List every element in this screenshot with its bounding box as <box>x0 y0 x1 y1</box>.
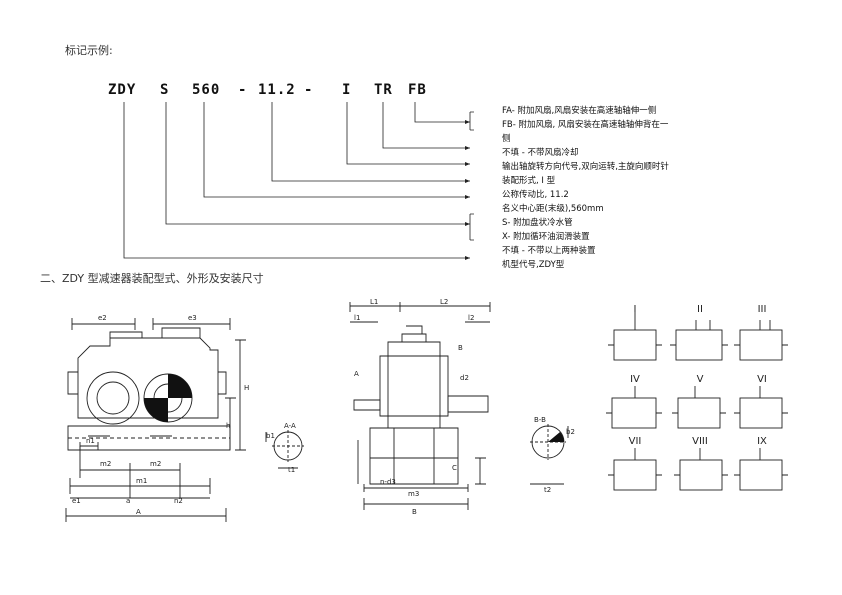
dim-l1: l1 <box>354 314 360 322</box>
section-bb-t2: t2 <box>544 486 551 494</box>
legend-ratio: 公称传动比, 11.2 <box>502 190 569 200</box>
dim-m1: m1 <box>136 477 147 485</box>
legend-fb-cont: 侧 <box>502 134 511 144</box>
dim-m2-left: m2 <box>100 460 111 468</box>
dim-a: a <box>126 497 130 505</box>
section-aa-title: A-A <box>284 422 296 430</box>
section-aa: A-A b1 t1 <box>265 422 304 474</box>
code-seg-fan: FB <box>408 82 427 98</box>
dim-m2-right: m2 <box>150 460 161 468</box>
code-leader-lines <box>123 102 474 260</box>
code-seg-rotation: TR <box>374 82 393 98</box>
code-seg-assembly: I <box>342 82 352 98</box>
legend-rotation: 输出轴旋转方向代号,双向运转,主旋向顺时针 <box>502 162 669 172</box>
dim-l2: l2 <box>468 314 474 322</box>
assembly-type-IX: IX <box>757 436 767 447</box>
dim-H: H <box>244 384 249 392</box>
code-seg-cooling: S <box>160 82 170 98</box>
dim-B-top: B <box>458 344 463 352</box>
code-seg-model: ZDY <box>108 82 137 98</box>
dim-d2: d2 <box>460 374 469 382</box>
dim-n1: n1 <box>86 437 95 445</box>
legend-center-distance: 名义中心距(末级),560mm <box>502 204 604 214</box>
code-seg-dash-2: - <box>304 82 314 98</box>
assembly-type-III: III <box>758 304 767 315</box>
legend-none: 不填 - 不带以上两种装置 <box>502 246 596 256</box>
section-aa-t1: t1 <box>288 466 295 474</box>
legend-fb: FB- 附加风扇, 风扇安装在高速轴轴伸背在一 <box>502 120 669 130</box>
code-seg-ratio: 11.2 <box>258 82 296 98</box>
dim-A-side: A <box>354 370 359 378</box>
assembly-type-VII: VII <box>629 436 642 447</box>
assembly-type-IV: IV <box>630 374 640 385</box>
dim-nd3: n-d3 <box>380 478 396 486</box>
dim-m3: m3 <box>408 490 419 498</box>
dim-e1: e1 <box>72 497 81 505</box>
dim-A: A <box>136 508 141 516</box>
dim-e3: e3 <box>188 314 197 322</box>
dim-n2: n2 <box>174 497 183 505</box>
front-view-drawing: e2 e3 H h n1 m2 m2 m1 e1 a n2 A <box>65 314 249 522</box>
assembly-type-VI: VI <box>757 374 767 385</box>
model-code-panel: ZDY S 560 - 11.2 - I TR FB <box>94 68 776 286</box>
legend-fa: FA- 附加风扇,风扇安装在高速轴轴伸一侧 <box>502 106 657 116</box>
assembly-types-grid: I II III IV V VI VII VIII IX <box>606 304 788 491</box>
side-view-drawing: L1 L2 l1 l2 A B d2 C n-d3 m3 B <box>349 298 491 516</box>
code-seg-center-distance: 560 <box>192 82 221 98</box>
dim-B-bottom: B <box>412 508 417 516</box>
legend-assembly: 装配形式, I 型 <box>502 176 556 186</box>
legend-model: 机型代号,ZDY型 <box>502 260 565 270</box>
example-caption: 标记示例: <box>65 44 113 57</box>
section-bb-b2: b2 <box>566 428 575 436</box>
section-aa-b1: b1 <box>266 432 275 440</box>
assembly-type-V: V <box>697 374 704 385</box>
code-seg-dash-1: - <box>238 82 248 98</box>
legend-no-fan: 不填 - 不带风扇冷却 <box>502 148 579 158</box>
legend-s: S- 附加盘状冷水管 <box>502 218 573 228</box>
legend-x: X- 附加循环油润滑装置 <box>502 232 590 242</box>
dim-L1: L1 <box>370 298 378 306</box>
dim-L2: L2 <box>440 298 448 306</box>
section-bb: B-B b2 t2 <box>530 416 575 494</box>
dim-C: C <box>452 464 457 472</box>
dim-e2: e2 <box>98 314 107 322</box>
section-bb-title: B-B <box>534 416 546 424</box>
section-title: 二、ZDY 型减速器装配型式、外形及安装尺寸 <box>40 272 264 285</box>
assembly-type-II: II <box>697 304 703 315</box>
assembly-type-I: I <box>634 304 637 315</box>
assembly-type-VIII: VIII <box>692 436 708 447</box>
dim-h: h <box>226 422 230 430</box>
